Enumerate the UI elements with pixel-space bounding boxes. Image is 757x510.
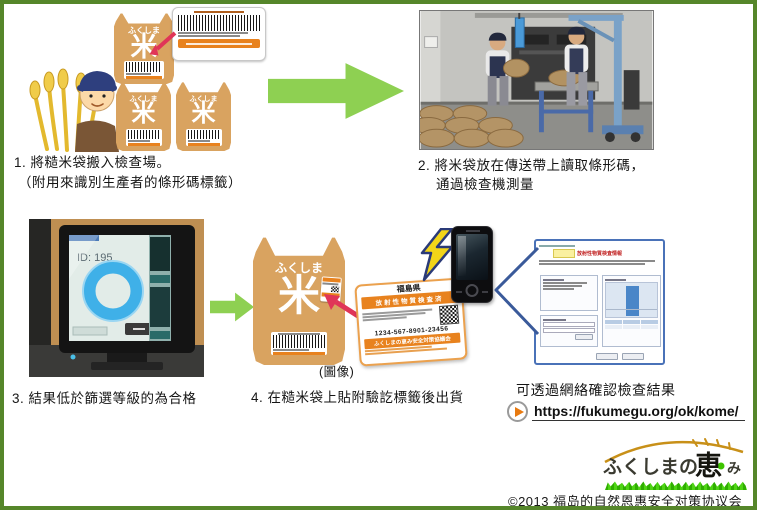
text-line [178, 35, 240, 37]
text-line [543, 285, 582, 287]
text-line [539, 260, 656, 262]
text-line [543, 319, 567, 321]
warehouse-photo [419, 10, 654, 150]
result-webpage: 放射性物質検査情報 [534, 239, 665, 365]
step5-caption: 可透過網絡確認檢查結果 [516, 382, 676, 398]
text-line [539, 263, 646, 265]
grass-decoration [605, 481, 747, 490]
step2-caption-line1: 2. 將米袋放在傳送帶上讀取條形碼， [418, 158, 645, 173]
bag-kanji-text: 米 [131, 100, 156, 127]
logo-text-part2: 恵 [695, 451, 722, 481]
arrow-step1-to-step2 [268, 63, 404, 119]
webpage-info-panel [540, 275, 598, 311]
monitor-id-text: ID: 195 [77, 252, 112, 264]
phone-key-left [456, 291, 462, 293]
phone-screen-glint [458, 236, 466, 276]
lightning-icon [420, 228, 454, 282]
label-accent-line [273, 352, 325, 355]
text-line [186, 42, 252, 45]
callout-pointer [494, 246, 540, 336]
form-button [575, 334, 593, 340]
text-line [539, 245, 576, 247]
table-header-cell [641, 320, 658, 324]
webpage-title: 放射性物質検査情報 [577, 251, 623, 257]
phone-screen [456, 234, 488, 280]
step4-image-note: (圖像) [319, 365, 355, 379]
step1-caption-line1: 1. 將糙米袋搬入檢查場。 [14, 155, 171, 170]
bag-barcode-label [185, 129, 222, 146]
barcode-label-zoomed [172, 7, 266, 61]
text-line [273, 349, 310, 351]
text-line [187, 140, 210, 142]
label-accent-line [126, 76, 162, 79]
text-line [194, 11, 244, 13]
bag-brand-text: ふくしま [274, 261, 323, 275]
label-orange-band [178, 39, 260, 48]
text-line [543, 288, 575, 290]
table-cell [605, 325, 622, 329]
table-header-cell [623, 320, 640, 324]
text-line [126, 73, 152, 75]
form-input [543, 328, 595, 333]
barcode [126, 62, 162, 72]
bag-barcode-label [124, 61, 164, 79]
monitor-photo: ID: 195 [29, 219, 204, 377]
text-line [178, 32, 248, 34]
bag-kanji-text: 米 [191, 100, 216, 127]
bag-brand-text: ふくしま [128, 26, 160, 35]
table-cell [641, 325, 658, 329]
webpage-button [622, 353, 644, 360]
step2-caption-line2: 通過檢查機測量 [436, 177, 534, 192]
fukushima-megumi-logo: ふくしまの 恵 み [597, 436, 751, 482]
smartphone [451, 226, 493, 303]
barcode [187, 130, 220, 139]
text-line [605, 279, 627, 281]
webpage-chart-panel [602, 275, 661, 347]
rice-bag-small-2: ふくしま 米 [176, 81, 231, 151]
table-header-cell [605, 320, 622, 324]
text-line [127, 140, 150, 142]
label-accent-line [187, 143, 220, 146]
rice-stalk-icon [604, 438, 744, 470]
text-line [543, 282, 588, 284]
chart-gridline [606, 309, 657, 310]
step3-caption: 3. 結果低於篩選等級的為合格 [12, 391, 197, 406]
phone-key-right [482, 291, 488, 293]
play-icon[interactable] [507, 401, 528, 422]
text-line [278, 333, 320, 335]
webpage-button [596, 353, 618, 360]
form-input [543, 322, 595, 327]
webpage-form-panel [540, 315, 598, 347]
barcode [178, 15, 260, 31]
arrow-step3-to-step4 [210, 292, 254, 322]
rice-bag-small-1: ふくしま 米 [116, 81, 171, 151]
result-bar-chart [605, 282, 658, 318]
rice-bag-large: ふくしま 米 [114, 12, 174, 84]
bag-kanji-text: 米 [277, 272, 320, 319]
result-url-link[interactable]: https://fukumegu.org/ok/kome/ [532, 403, 745, 421]
phone-home-button [465, 284, 479, 297]
red-arrow-to-sticker [324, 294, 360, 319]
phone-speaker [466, 230, 480, 232]
bag-brand-text: ふくしま [129, 96, 158, 103]
barcode [127, 130, 160, 139]
text-line [543, 279, 564, 281]
chart-bar [626, 286, 639, 316]
bag-brand-text: ふくしま [189, 96, 218, 103]
copyright-text: ©2013 福岛的自然恩惠安全对策协议会 [508, 494, 743, 509]
logo-text-part3: み [727, 460, 741, 476]
red-arrow-to-barcode [149, 31, 177, 56]
logo-text-part1: ふくしまの [603, 457, 699, 478]
bag-barcode-label [125, 129, 162, 146]
step1-caption-line2: （附用來識別生產者的條形碼標籤） [18, 175, 242, 190]
barcode [273, 335, 325, 348]
qr-code [438, 304, 460, 325]
farmer-illustration [29, 68, 119, 152]
table-cell [623, 325, 640, 329]
step4-caption: 4. 在糙米袋上貼附驗訖標籤後出貨 [251, 390, 464, 405]
bag-kanji-text: 米 [130, 32, 158, 62]
bag-barcode-label [271, 332, 327, 355]
label-accent-line [127, 143, 160, 146]
webpage-status-chip [553, 249, 575, 258]
